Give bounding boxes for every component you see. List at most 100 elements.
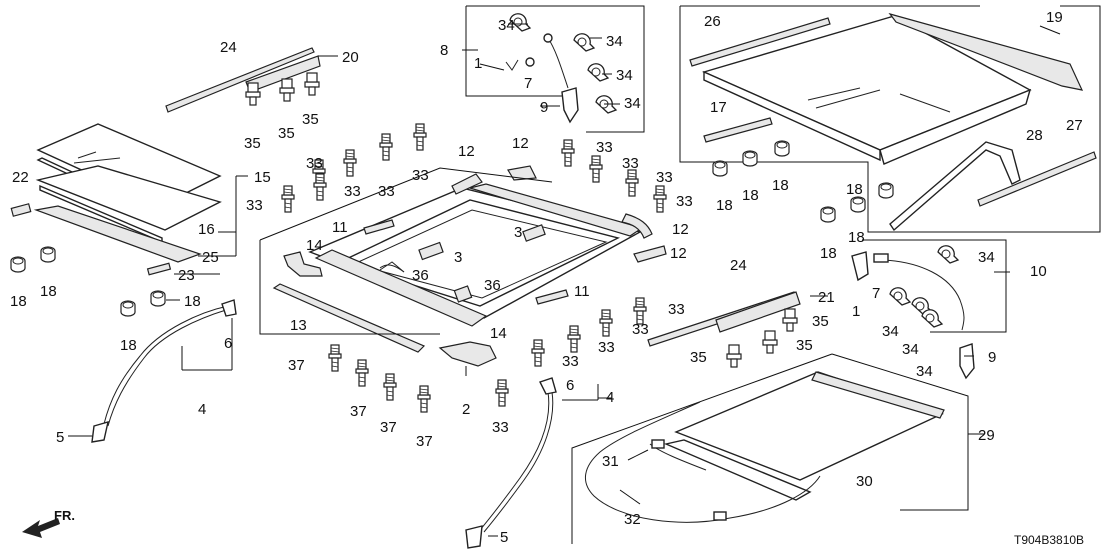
roof-panel — [689, 12, 1097, 232]
callout-28: 28 — [1026, 127, 1043, 144]
callout-9: 9 — [540, 99, 548, 116]
callout-18: 18 — [848, 229, 865, 246]
callout-35: 35 — [244, 135, 261, 152]
callout-3: 3 — [454, 249, 462, 266]
callout-3: 3 — [514, 224, 522, 241]
callout-33: 33 — [306, 155, 323, 172]
callout-30: 30 — [856, 473, 873, 490]
callout-37: 37 — [288, 357, 305, 374]
callout-1: 1 — [852, 303, 860, 320]
callout-33: 33 — [246, 197, 263, 214]
callout-34: 34 — [616, 67, 633, 84]
callout-35: 35 — [302, 111, 319, 128]
callout-16: 16 — [198, 221, 215, 238]
callout-15: 15 — [254, 169, 271, 186]
callout-34: 34 — [498, 17, 515, 34]
callout-13: 13 — [290, 317, 307, 334]
callout-5: 5 — [500, 529, 508, 546]
callout-18: 18 — [716, 197, 733, 214]
callout-6: 6 — [224, 335, 232, 352]
callout-9: 9 — [988, 349, 996, 366]
front-direction-arrow: FR. — [22, 508, 75, 538]
callout-23: 23 — [178, 267, 195, 284]
callout-33: 33 — [622, 155, 639, 172]
callout-33: 33 — [596, 139, 613, 156]
callout-5: 5 — [56, 429, 64, 446]
callout-14: 14 — [490, 325, 507, 342]
callout-37: 37 — [350, 403, 367, 420]
callout-35: 35 — [690, 349, 707, 366]
sunshade — [663, 371, 945, 501]
callout-34: 34 — [902, 341, 919, 358]
callout-25: 25 — [202, 249, 219, 266]
callout-19: 19 — [1046, 9, 1063, 26]
callout-36: 36 — [484, 277, 501, 294]
callout-32: 32 — [624, 511, 641, 528]
callout-7: 7 — [524, 75, 532, 92]
deflector-molding — [165, 47, 321, 113]
callout-4: 4 — [198, 401, 206, 418]
glass-assembly — [10, 123, 222, 276]
callout-37: 37 — [416, 433, 433, 450]
callout-35: 35 — [812, 313, 829, 330]
callout-10: 10 — [1030, 263, 1047, 280]
diagram-code: T904B3810B — [1014, 533, 1084, 547]
callout-33: 33 — [598, 339, 615, 356]
callout-33: 33 — [344, 183, 361, 200]
callout-34: 34 — [978, 249, 995, 266]
callout-12: 12 — [512, 135, 529, 152]
callout-35: 35 — [278, 125, 295, 142]
callout-4: 4 — [606, 389, 614, 406]
callout-17: 17 — [710, 99, 727, 116]
kit-group-8 — [465, 5, 645, 133]
svg-text:FR.: FR. — [54, 508, 75, 523]
callout-34: 34 — [916, 363, 933, 380]
callout-22: 22 — [12, 169, 29, 186]
drain-tube-left — [91, 299, 237, 443]
callout-24: 24 — [730, 257, 747, 274]
callout-18: 18 — [184, 293, 201, 310]
callout-34: 34 — [606, 33, 623, 50]
callout-18: 18 — [40, 283, 57, 300]
callout-12: 12 — [672, 221, 689, 238]
callout-35: 35 — [796, 337, 813, 354]
callout-18: 18 — [120, 337, 137, 354]
callout-21: 21 — [818, 289, 835, 306]
callout-33: 33 — [632, 321, 649, 338]
callout-29: 29 — [978, 427, 995, 444]
drain-tube-center — [465, 377, 557, 549]
callout-33: 33 — [378, 183, 395, 200]
callout-34: 34 — [882, 323, 899, 340]
callout-36: 36 — [412, 267, 429, 284]
callout-1: 1 — [474, 55, 482, 72]
callout-7: 7 — [872, 285, 880, 302]
callout-33: 33 — [412, 167, 429, 184]
callout-18: 18 — [846, 181, 863, 198]
callout-31: 31 — [602, 453, 619, 470]
callout-18: 18 — [772, 177, 789, 194]
kit-group-10 — [851, 239, 1007, 380]
callout-12: 12 — [670, 245, 687, 262]
callout-33: 33 — [492, 419, 509, 436]
callout-12: 12 — [458, 143, 475, 160]
callout-18: 18 — [10, 293, 27, 310]
callout-33: 33 — [676, 193, 693, 210]
callout-11: 11 — [332, 219, 348, 236]
callout-labels: 1 1 2 3 3 4 4 5 5 6 6 7 7 8 9 9 10 11 11… — [10, 9, 1083, 546]
sunshade-cable — [585, 401, 821, 523]
callout-24: 24 — [220, 39, 237, 56]
callout-18: 18 — [820, 245, 837, 262]
callout-26: 26 — [704, 13, 721, 30]
callout-8: 8 — [440, 42, 448, 59]
callout-34: 34 — [624, 95, 641, 112]
callout-27: 27 — [1066, 117, 1083, 134]
callout-6: 6 — [566, 377, 574, 394]
callout-37: 37 — [380, 419, 397, 436]
callout-11: 11 — [574, 283, 590, 300]
callout-14: 14 — [306, 237, 323, 254]
callout-33: 33 — [656, 169, 673, 186]
sunroof-frame — [308, 183, 644, 327]
callout-2: 2 — [462, 401, 470, 418]
